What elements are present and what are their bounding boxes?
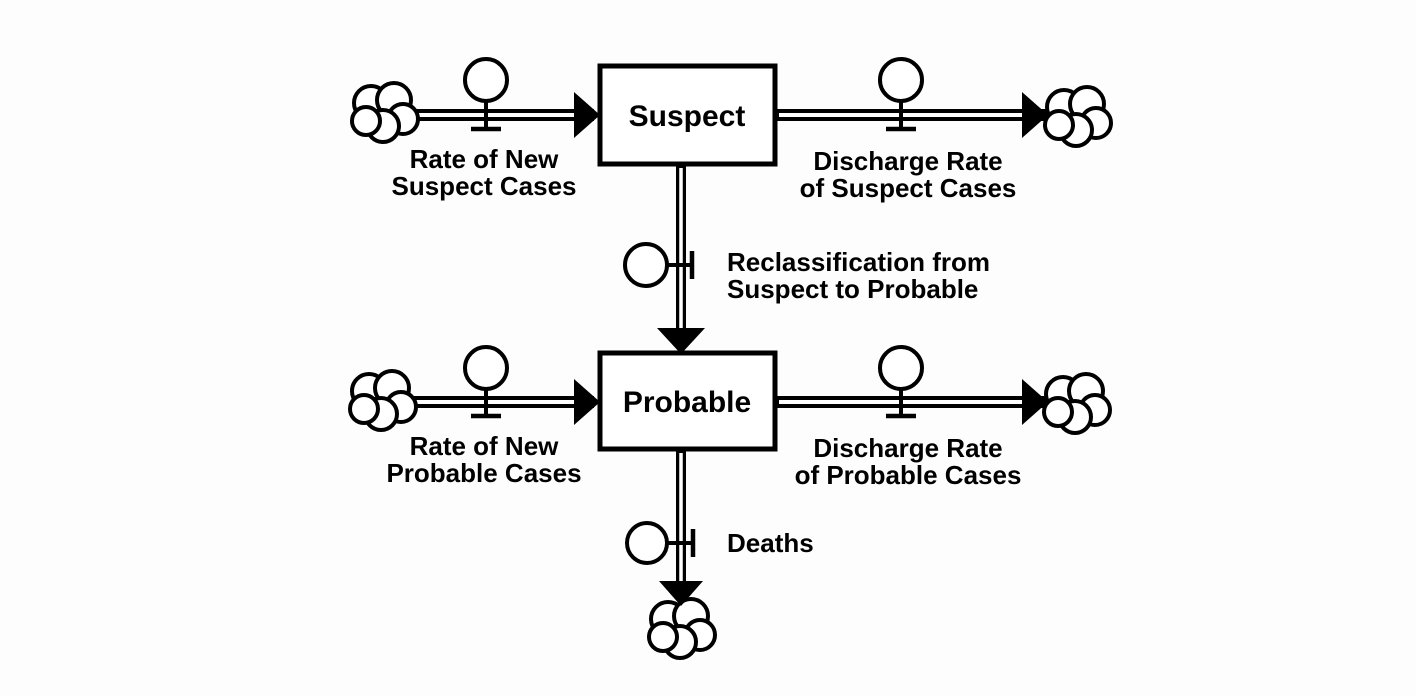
cloud-source-icon (348, 369, 418, 432)
valve-icon (463, 57, 509, 132)
flow-label-line2: Probable Cases (386, 458, 581, 488)
cloud-puff (1042, 396, 1074, 428)
valve-circle (878, 345, 924, 391)
flow-label-line1: Reclassification from (727, 247, 990, 277)
cloud-sink-icon (1042, 372, 1112, 435)
flow-arrowhead-icon (1022, 92, 1048, 138)
stock-probable-label: Probable (623, 386, 751, 419)
cloud-puff (1043, 109, 1075, 141)
stock-probable-box (597, 350, 778, 452)
flow-arrowhead-icon (659, 581, 703, 606)
valve-circle (878, 57, 924, 103)
flow-discharge-rate-of-probable-cases: Discharge Rate of Probable Cases (775, 345, 1112, 490)
valve-circle (625, 521, 669, 565)
valve-icon (625, 521, 696, 565)
valve-icon (878, 57, 924, 132)
flow-rate-of-new-probable-cases: Rate of New Probable Cases (348, 345, 600, 488)
flow-deaths: Deaths (625, 447, 814, 660)
cloud-sink-icon (647, 597, 717, 660)
stock-probable: Probable (597, 350, 778, 452)
cloud-sink-icon (1043, 85, 1113, 148)
valve-circle (463, 57, 509, 103)
flow-label-line1: Rate of New (410, 431, 560, 461)
flow-rate-of-new-suspect-cases: Rate of New Suspect Cases (350, 57, 600, 201)
cloud-puff (348, 393, 380, 425)
flow-arrowhead-icon (657, 328, 705, 354)
flow-label-line1: Discharge Rate (813, 433, 1002, 463)
stock-suspect-box (597, 63, 778, 167)
flow-label: Deaths (727, 528, 814, 558)
flow-arrowhead-icon (574, 379, 600, 425)
flow-arrowhead-icon (574, 92, 600, 138)
flow-label-line2: Suspect Cases (392, 171, 577, 201)
valve-icon (623, 242, 695, 288)
valve-circle (623, 242, 669, 288)
cloud-puff (647, 621, 679, 653)
valve-circle (463, 345, 509, 391)
cloud-source-icon (350, 81, 420, 144)
stock-suspect: Suspect (597, 63, 778, 167)
cloud-puff (350, 105, 382, 137)
flow-arrowhead-icon (1022, 379, 1048, 425)
flow-discharge-rate-of-suspect-cases: Discharge Rate of Suspect Cases (775, 57, 1113, 203)
flow-label-line2: of Probable Cases (795, 460, 1022, 490)
valve-icon (463, 345, 509, 419)
flow-label-line1: Rate of New (410, 144, 560, 174)
stock-suspect-label: Suspect (629, 100, 746, 133)
flow-label-line2: of Suspect Cases (800, 173, 1017, 203)
flow-label-line1: Discharge Rate (813, 146, 1002, 176)
flow-label-line2: Suspect to Probable (727, 274, 978, 304)
valve-icon (878, 345, 924, 419)
flow-reclassification-suspect-to-probable: Reclassification from Suspect to Probabl… (623, 158, 990, 354)
